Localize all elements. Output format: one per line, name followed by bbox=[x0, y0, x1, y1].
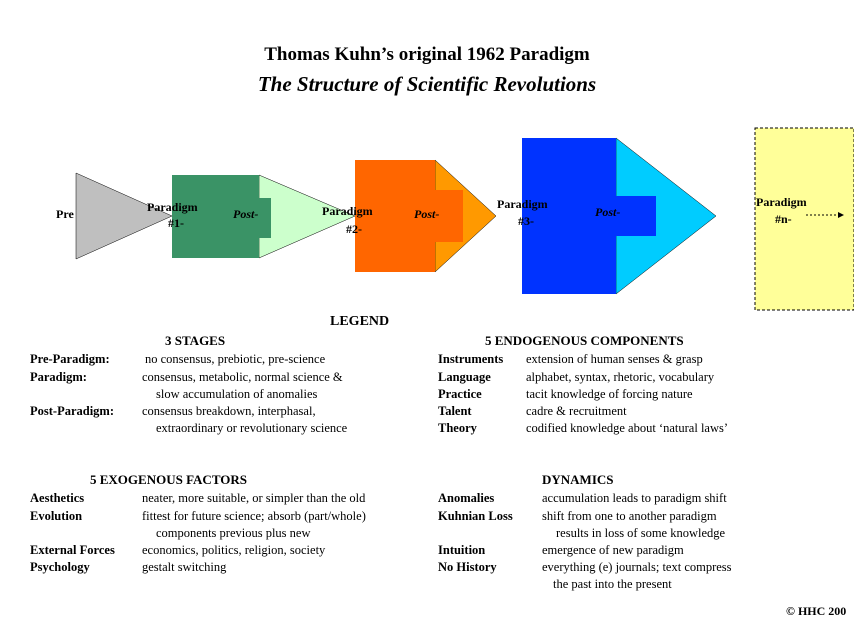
paradigm-2-label: Paradigm bbox=[322, 204, 373, 218]
page-subtitle: The Structure of Scientific Revolutions bbox=[257, 72, 597, 96]
paradigm-3-number: #3- bbox=[518, 214, 534, 228]
post-3-label: Post- bbox=[595, 205, 621, 219]
endogenous-header: 5 ENDOGENOUS COMPONENTS bbox=[485, 333, 684, 348]
exogenous-desc: fittest for future science; absorb (part… bbox=[142, 509, 366, 523]
paradigm-3-box bbox=[522, 138, 616, 294]
legend-title: LEGEND bbox=[330, 314, 390, 329]
endogenous-desc: cadre & recruitment bbox=[526, 404, 627, 418]
endogenous-desc: extension of human senses & grasp bbox=[526, 352, 703, 366]
paradigm-n-number: #n- bbox=[775, 212, 792, 226]
paradigm-n-arrowhead bbox=[838, 212, 844, 218]
exogenous-desc-cont: components previous plus new bbox=[156, 526, 311, 540]
paradigm-n-label: Paradigm bbox=[756, 195, 807, 209]
dynamics-desc: everything (e) journals; text compress bbox=[542, 560, 732, 574]
exogenous-term: Psychology bbox=[30, 560, 90, 574]
paradigm-2-box bbox=[355, 160, 435, 272]
endogenous-term: Language bbox=[438, 370, 491, 384]
dynamics-desc: shift from one to another paradigm bbox=[542, 509, 717, 523]
exogenous-desc: neater, more suitable, or simpler than t… bbox=[142, 491, 366, 505]
stage-desc: no consensus, prebiotic, pre-science bbox=[145, 352, 326, 366]
stage-desc: consensus, metabolic, normal science & bbox=[142, 370, 343, 384]
paradigm-3-notch bbox=[616, 196, 656, 236]
paradigm-n-box bbox=[754, 127, 854, 311]
paradigm-2-number: #2- bbox=[346, 222, 362, 236]
endogenous-term: Practice bbox=[438, 387, 482, 401]
paradigm-1-box bbox=[172, 175, 259, 258]
endogenous-term: Theory bbox=[438, 421, 477, 435]
copyright-notice: © HHC 200 bbox=[786, 604, 847, 618]
endogenous-term: Talent bbox=[438, 404, 472, 418]
dynamics-term: No History bbox=[438, 560, 497, 574]
stages-header: 3 STAGES bbox=[165, 333, 226, 348]
dynamics-desc-cont: the past into the present bbox=[553, 577, 672, 591]
dynamics-term: Kuhnian Loss bbox=[438, 509, 513, 523]
paradigm-3-label: Paradigm bbox=[497, 197, 548, 211]
exogenous-term: Aesthetics bbox=[30, 491, 85, 505]
endogenous-term: Instruments bbox=[438, 352, 504, 366]
exogenous-header: 5 EXOGENOUS FACTORS bbox=[90, 472, 247, 487]
exogenous-term: External Forces bbox=[30, 543, 115, 557]
paradigm-1-notch bbox=[259, 198, 271, 238]
stage-desc-cont: slow accumulation of anomalies bbox=[156, 387, 318, 401]
endogenous-desc: codified knowledge about ‘natural laws’ bbox=[526, 421, 729, 435]
dynamics-desc: accumulation leads to paradigm shift bbox=[542, 491, 727, 505]
stage-desc: consensus breakdown, interphasal, bbox=[142, 404, 316, 418]
exogenous-desc: economics, politics, religion, society bbox=[142, 543, 326, 557]
stage-term: Paradigm: bbox=[30, 370, 87, 384]
dynamics-header: DYNAMICS bbox=[542, 472, 614, 487]
post-2-label: Post- bbox=[414, 207, 440, 221]
paradigm-1-number: #1- bbox=[168, 216, 184, 230]
page-title: Thomas Kuhn’s original 1962 Paradigm bbox=[264, 44, 590, 65]
exogenous-term: Evolution bbox=[30, 509, 83, 523]
endogenous-desc: tacit knowledge of forcing nature bbox=[526, 387, 693, 401]
paradigm-2-notch bbox=[435, 190, 463, 242]
dynamics-term: Intuition bbox=[438, 543, 486, 557]
dynamics-desc-cont: results in loss of some knowledge bbox=[556, 526, 726, 540]
pre-label: Pre bbox=[56, 207, 74, 221]
endogenous-desc: alphabet, syntax, rhetoric, vocabulary bbox=[526, 370, 715, 384]
stage-desc-cont: extraordinary or revolutionary science bbox=[156, 421, 348, 435]
dynamics-desc: emergence of new paradigm bbox=[542, 543, 684, 557]
paradigm-1-label: Paradigm bbox=[147, 200, 198, 214]
dynamics-term: Anomalies bbox=[438, 491, 495, 505]
pre-paradigm-triangle bbox=[75, 172, 173, 260]
stage-term: Pre-Paradigm: bbox=[30, 352, 110, 366]
post-1-label: Post- bbox=[233, 207, 259, 221]
stage-term: Post-Paradigm: bbox=[30, 404, 115, 418]
exogenous-desc: gestalt switching bbox=[142, 560, 227, 574]
